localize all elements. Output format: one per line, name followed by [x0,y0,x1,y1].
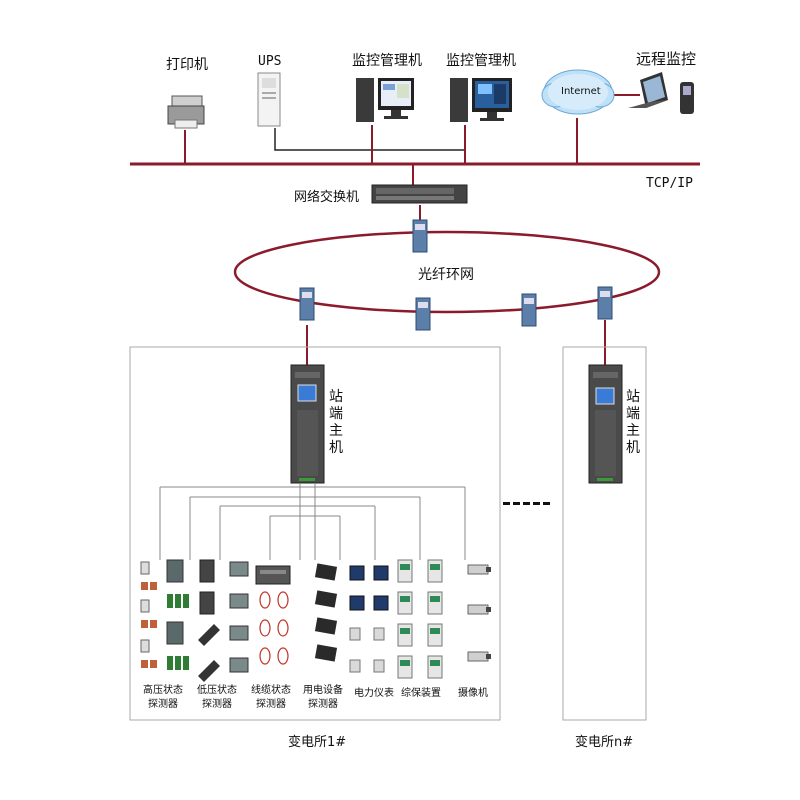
station1-box [129,346,501,721]
stationN-host-cabinet [588,364,623,484]
protection-device-group [397,559,443,679]
laptop-icon [628,72,668,108]
device-label-power-usage: 用电设备探测器 [303,685,343,710]
network-switch-icon [371,184,468,204]
cable-detector-group [255,565,291,665]
device-label-cable: 线缆状态探测器 [251,685,291,710]
printer-label: 打印机 [166,57,208,73]
fiber-converter-top [412,219,428,253]
fiber-ring [233,230,661,314]
printer-icon [167,95,205,129]
internet-label: Internet [561,86,601,97]
fiber-converter-right [521,293,537,327]
mobile-phone-icon [680,82,694,114]
high-voltage-detector-group [140,559,189,670]
monitor1-computer-icon [356,78,414,122]
station1-name: 变电所1# [288,735,347,750]
monitor1-label: 监控管理机 [352,53,422,69]
monitor2-computer-icon [450,78,512,122]
switch-label: 网络交换机 [294,190,360,205]
stationN-box [562,346,647,721]
monitor2-label: 监控管理机 [446,53,516,69]
internet-cloud-icon [541,69,615,115]
fiber-converter-middle [415,297,431,331]
device-label-camera: 摄像机 [458,688,488,699]
ups-icon [257,72,281,127]
ups-label: UPS [258,54,282,69]
power-meter-group [349,565,389,673]
fiber-ring-label: 光纤环网 [418,267,474,283]
device-label-protection: 综保装置 [401,688,441,699]
stationN-name: 变电所n# [575,735,634,750]
stationN-host-label: 站端主机 [626,389,640,456]
ups-connector [274,128,372,151]
stations-ellipsis [503,502,550,505]
remote-monitoring-label: 远程监控 [636,50,697,68]
fiber-converter-left [299,287,315,321]
device-label-low-voltage: 低压状态探测器 [197,685,237,710]
station1-host-label: 站端主机 [329,389,343,456]
power-usage-detector-group [314,563,338,662]
device-label-high-voltage: 高压状态探测器 [143,685,183,710]
station1-host-cabinet [290,364,325,484]
dist-verticals [159,483,466,560]
low-voltage-detector-group [198,559,249,682]
device-label-power-meter: 电力仪表 [354,688,394,699]
tcpip-label: TCP/IP [646,176,693,191]
camera-group [467,564,491,662]
fiber-converter-far-right [597,286,613,320]
